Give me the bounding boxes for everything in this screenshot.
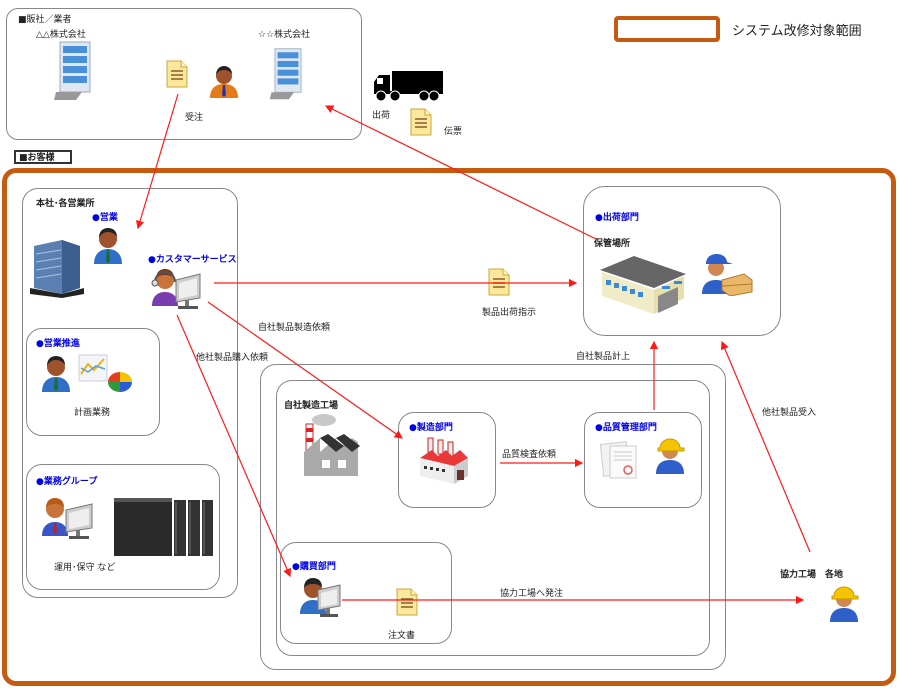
factory-icon — [304, 414, 360, 476]
legend-label: システム改修対象範囲 — [732, 24, 862, 39]
operations-group-label: ●業務グループ — [36, 477, 98, 487]
flow-label-own-product-record: 自社製品計上 — [576, 352, 631, 362]
own-factory-title: 自社製造工場 — [284, 401, 339, 411]
worker-helmet-icon-quality — [656, 438, 685, 474]
quality-dept-label: ●品質管理部門 — [595, 423, 657, 433]
purchase-order-caption: 注文書 — [388, 631, 416, 641]
vendors-section-label: ■販社／業者 — [18, 15, 72, 25]
document-icon-ship-instruction — [488, 268, 510, 296]
person-headset-computer-icon — [151, 269, 201, 309]
document-icon-purchase-order — [396, 588, 418, 616]
customer-tag: ■お客様 — [14, 150, 72, 164]
flow-label-ship-instruction: 製品出荷指示 — [482, 308, 537, 318]
certificate-document-icon — [600, 441, 637, 479]
person-icon-planner — [42, 356, 70, 392]
purchasing-dept-label: ●購買部門 — [292, 562, 336, 572]
ship-label: 出荷 — [372, 111, 391, 121]
planning-caption: 計画業務 — [74, 408, 111, 418]
factory-red-icon — [420, 437, 468, 484]
shipping-dept-box — [583, 186, 781, 336]
order-label: 受注 — [185, 113, 204, 123]
server-rack-icon — [114, 498, 213, 556]
shipping-dept-label: ●出荷部門 — [595, 213, 639, 223]
head-office-title: 本社･各営業所 — [36, 199, 95, 209]
building-icon-company-b — [269, 48, 302, 100]
line-chart-icon — [78, 354, 108, 382]
flow-label-partner-order: 協力工場へ発注 — [500, 589, 564, 599]
person-computer-icon-operator — [42, 498, 93, 539]
manufacturing-dept-label: ●製造部門 — [409, 423, 453, 433]
slip-label: 伝票 — [444, 127, 463, 137]
person-icon-sales — [94, 228, 122, 264]
person-icon-vendor — [210, 66, 238, 98]
document-icon-slip — [410, 108, 432, 136]
document-icon-order — [166, 60, 188, 88]
operations-caption: 運用･保守 など — [54, 563, 116, 573]
worker-helmet-icon-partner — [830, 586, 859, 622]
person-computer-icon-purchasing — [300, 578, 341, 617]
flow-label-other-receive: 他社製品受入 — [762, 408, 817, 418]
office-tower-icon — [30, 240, 84, 298]
sales-promotion-label: ●営業推進 — [36, 339, 80, 349]
legend-swatch — [614, 16, 720, 42]
delivery-worker-icon — [702, 254, 753, 296]
sales-promotion-box — [26, 328, 160, 436]
company-a-label: △△株式会社 — [36, 30, 86, 40]
sales-dept-label: ●営業 — [92, 213, 118, 223]
customer-service-label: ●カスタマーサービス — [148, 255, 237, 265]
flow-label-quality-request: 品質検査依頼 — [502, 450, 557, 460]
flow-label-own-mfg-request: 自社製品製造依頼 — [258, 323, 331, 333]
storage-label: 保管場所 — [594, 239, 631, 249]
warehouse-icon — [600, 256, 686, 314]
pie-chart-icon — [108, 372, 132, 392]
flow-label-other-purchase-request: 他社製品購入依頼 — [196, 353, 269, 363]
partner-factories-label: 協力工場 各地 — [780, 570, 844, 580]
building-icon-company-a — [54, 41, 91, 100]
company-b-label: ☆☆株式会社 — [258, 30, 311, 40]
truck-icon — [374, 71, 443, 102]
